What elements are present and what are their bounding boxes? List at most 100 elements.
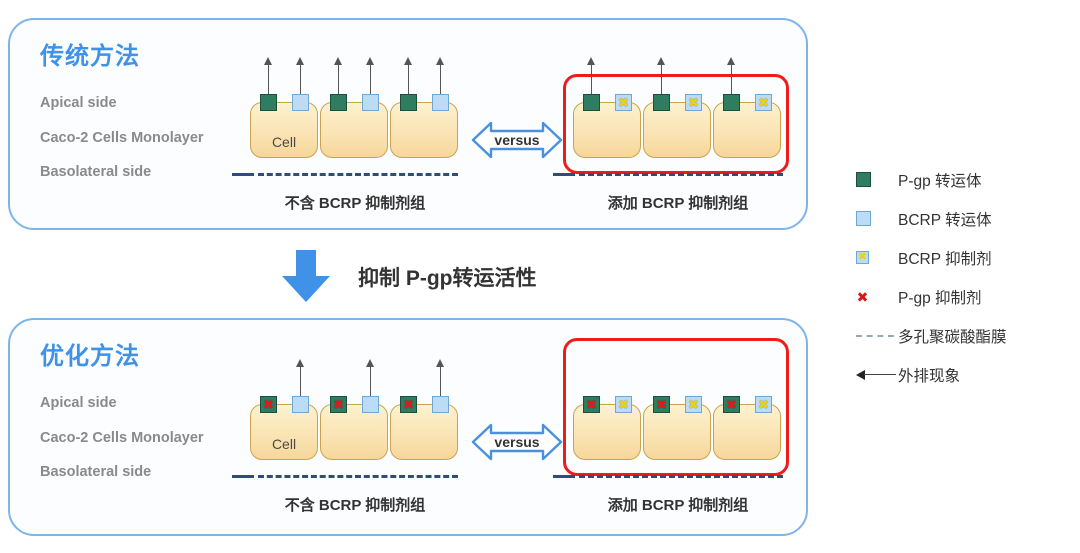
efflux-arrow-bcrp bbox=[436, 359, 444, 413]
cell-label: Cell bbox=[271, 134, 297, 150]
inhibitor-glyph: ✖ bbox=[688, 95, 699, 110]
transition-down-arrow bbox=[278, 248, 334, 304]
cell-row: Cell bbox=[250, 57, 458, 158]
legend-item-bcrp-transporter: BCRP 转运体 bbox=[852, 199, 1077, 238]
caco2-cell: ✖ bbox=[643, 57, 711, 158]
bcrp-inhibitor-marker: ✖ bbox=[685, 396, 702, 413]
pgp-transporter bbox=[330, 94, 347, 111]
bcrp-transporter bbox=[362, 396, 379, 413]
polycarbonate-membrane bbox=[258, 173, 458, 176]
polycarbonate-membrane bbox=[579, 173, 783, 176]
pgp-transporter bbox=[260, 94, 277, 111]
panel-title-optimized: 优化方法 bbox=[40, 343, 140, 370]
pgp-transporter bbox=[653, 94, 670, 111]
caco2-cell: Cell bbox=[250, 57, 318, 158]
caco2-cell: ✖ bbox=[390, 359, 458, 460]
inhibitor-glyph: ✖ bbox=[758, 95, 769, 110]
efflux-arrow-bcrp bbox=[296, 57, 304, 111]
legend-label: 外排现象 bbox=[898, 367, 961, 385]
pgp-transporter-swatch-icon bbox=[852, 172, 898, 187]
inhibitor-glyph: ✖ bbox=[586, 397, 597, 412]
pgp-transporter bbox=[400, 94, 417, 111]
label-apical-side: Apical side bbox=[40, 395, 117, 411]
inhibitor-glyph: ✖ bbox=[758, 397, 769, 412]
legend-item-pgp-transporter: P-gp 转运体 bbox=[852, 160, 1077, 199]
bcrp-inhibitor-marker: ✖ bbox=[755, 396, 772, 413]
group-caption: 不含 BCRP 抑制剂组 bbox=[284, 497, 426, 514]
versus-arrow: versus bbox=[469, 117, 565, 163]
legend: P-gp 转运体 BCRP 转运体 ✖ BCRP 抑制剂 ✖ P-gp 抑制剂 … bbox=[852, 160, 1077, 394]
caco2-cell bbox=[390, 57, 458, 158]
panel-title-traditional: 传统方法 bbox=[40, 43, 140, 70]
polycarbonate-membrane bbox=[258, 475, 458, 478]
group-caption: 添加 BCRP 抑制剂组 bbox=[607, 497, 749, 514]
legend-label: P-gp 转运体 bbox=[898, 172, 982, 190]
panel-traditional-method: 传统方法 Apical side Caco-2 Cells Monolayer … bbox=[8, 18, 808, 230]
group-caption: 不含 BCRP 抑制剂组 bbox=[284, 195, 426, 212]
pgp-inhibitor-marker: ✖ bbox=[400, 396, 417, 413]
caco2-cell: ✖ bbox=[713, 57, 781, 158]
membrane-stub-left bbox=[232, 475, 254, 478]
inhibitor-glyph: ✖ bbox=[618, 95, 629, 110]
cell-row: ✖ Cell ✖ ✖ bbox=[250, 359, 458, 460]
inhibitor-glyph: ✖ bbox=[263, 397, 274, 412]
pgp-inhibitor-marker: ✖ bbox=[583, 396, 600, 413]
caco2-cell: ✖ ✖ bbox=[643, 396, 711, 460]
dashed-membrane-line-icon bbox=[852, 334, 898, 337]
cell-row: ✖ ✖ ✖ bbox=[573, 57, 781, 158]
membrane-stub-left bbox=[553, 173, 575, 176]
efflux-arrow-bcrp bbox=[436, 57, 444, 111]
bcrp-inhibitor-marker: ✖ bbox=[755, 94, 772, 111]
efflux-arrow-pgp bbox=[727, 57, 735, 111]
bcrp-transporter bbox=[292, 94, 309, 111]
label-apical-side: Apical side bbox=[40, 95, 117, 111]
caco2-cell: ✖ bbox=[320, 359, 388, 460]
inhibitor-glyph: ✖ bbox=[688, 397, 699, 412]
versus-arrow: versus bbox=[469, 419, 565, 465]
pgp-transporter bbox=[583, 94, 600, 111]
caco2-cell: ✖ ✖ bbox=[573, 396, 641, 460]
group-caption: 添加 BCRP 抑制剂组 bbox=[607, 195, 749, 212]
legend-item-bcrp-inhibitor: ✖ BCRP 抑制剂 bbox=[852, 238, 1077, 277]
label-caco2-monolayer: Caco-2 Cells Monolayer bbox=[40, 129, 204, 146]
cell-label: Cell bbox=[271, 436, 297, 452]
side-labels-optimized: Apical side Caco-2 Cells Monolayer Basol… bbox=[40, 396, 204, 500]
bcrp-transporter bbox=[432, 396, 449, 413]
pgp-inhibitor-marker: ✖ bbox=[653, 396, 670, 413]
efflux-arrow-pgp bbox=[657, 57, 665, 111]
caco2-cell bbox=[320, 57, 388, 158]
legend-label: P-gp 抑制剂 bbox=[898, 289, 982, 307]
caco2-cell: ✖ ✖ bbox=[713, 396, 781, 460]
caco2-cell: ✖ Cell bbox=[250, 359, 318, 460]
bcrp-inhibitor-marker: ✖ bbox=[685, 94, 702, 111]
side-labels-traditional: Apical side Caco-2 Cells Monolayer Basol… bbox=[40, 96, 204, 200]
legend-item-efflux: 外排现象 bbox=[852, 355, 1077, 394]
membrane-stub-left bbox=[553, 475, 575, 478]
bcrp-inhibitor-marker: ✖ bbox=[615, 396, 632, 413]
legend-label: 多孔聚碳酸酯膜 bbox=[898, 328, 1007, 346]
polycarbonate-membrane bbox=[579, 475, 783, 478]
pgp-transporter bbox=[723, 94, 740, 111]
efflux-arrow-pgp bbox=[404, 57, 412, 111]
inhibitor-glyph: ✖ bbox=[856, 288, 869, 305]
inhibitor-glyph: ✖ bbox=[656, 397, 667, 412]
panel-optimized-method: 优化方法 Apical side Caco-2 Cells Monolayer … bbox=[8, 318, 808, 536]
legend-item-pgp-inhibitor: ✖ P-gp 抑制剂 bbox=[852, 277, 1077, 316]
inhibitor-glyph: ✖ bbox=[726, 397, 737, 412]
inhibitor-glyph: ✖ bbox=[618, 397, 629, 412]
efflux-arrow-bcrp bbox=[296, 359, 304, 413]
bcrp-transporter bbox=[292, 396, 309, 413]
pgp-inhibitor-marker: ✖ bbox=[330, 396, 347, 413]
efflux-arrow-pgp bbox=[264, 57, 272, 111]
pgp-inhibitor-swatch-icon: ✖ bbox=[852, 288, 898, 305]
membrane-stub-left bbox=[232, 173, 254, 176]
pgp-inhibitor-marker: ✖ bbox=[723, 396, 740, 413]
cell-row: ✖ ✖ ✖ ✖ ✖ ✖ bbox=[573, 396, 781, 460]
efflux-arrow-bcrp bbox=[366, 359, 374, 413]
versus-label: versus bbox=[494, 132, 540, 148]
efflux-arrow-bcrp bbox=[366, 57, 374, 111]
efflux-arrow-pgp bbox=[587, 57, 595, 111]
bcrp-transporter bbox=[362, 94, 379, 111]
bcrp-inhibitor-swatch-icon: ✖ bbox=[852, 251, 898, 264]
